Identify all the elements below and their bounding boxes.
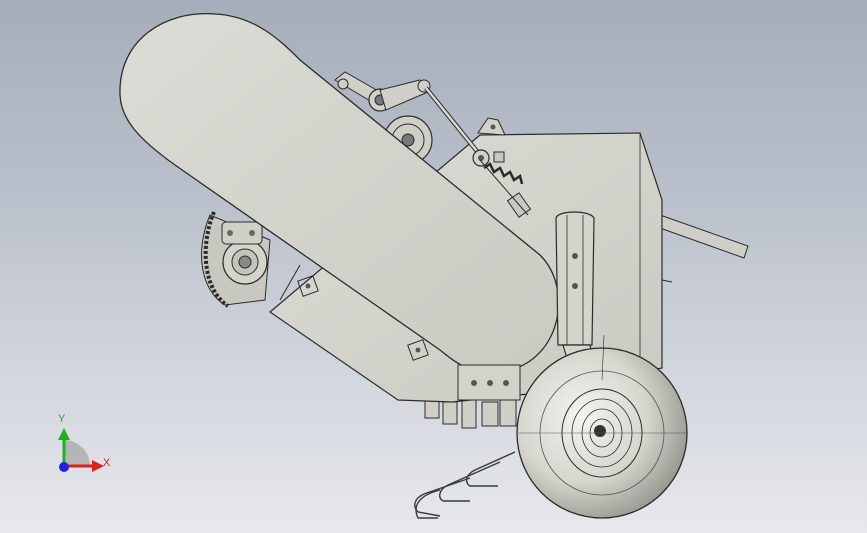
y-axis-label: Y — [58, 413, 66, 425]
gauge-wheel — [516, 334, 688, 519]
z-axis-point — [59, 462, 69, 472]
chain-drive — [201, 211, 271, 308]
tension-linkage — [334, 71, 532, 218]
tine-bars — [414, 451, 516, 519]
x-axis-label: X — [103, 457, 111, 469]
cutter-teeth — [424, 399, 517, 429]
rear-blade — [659, 214, 749, 259]
bracket-plate — [457, 364, 521, 401]
coordinate-triad[interactable] — [58, 428, 104, 472]
